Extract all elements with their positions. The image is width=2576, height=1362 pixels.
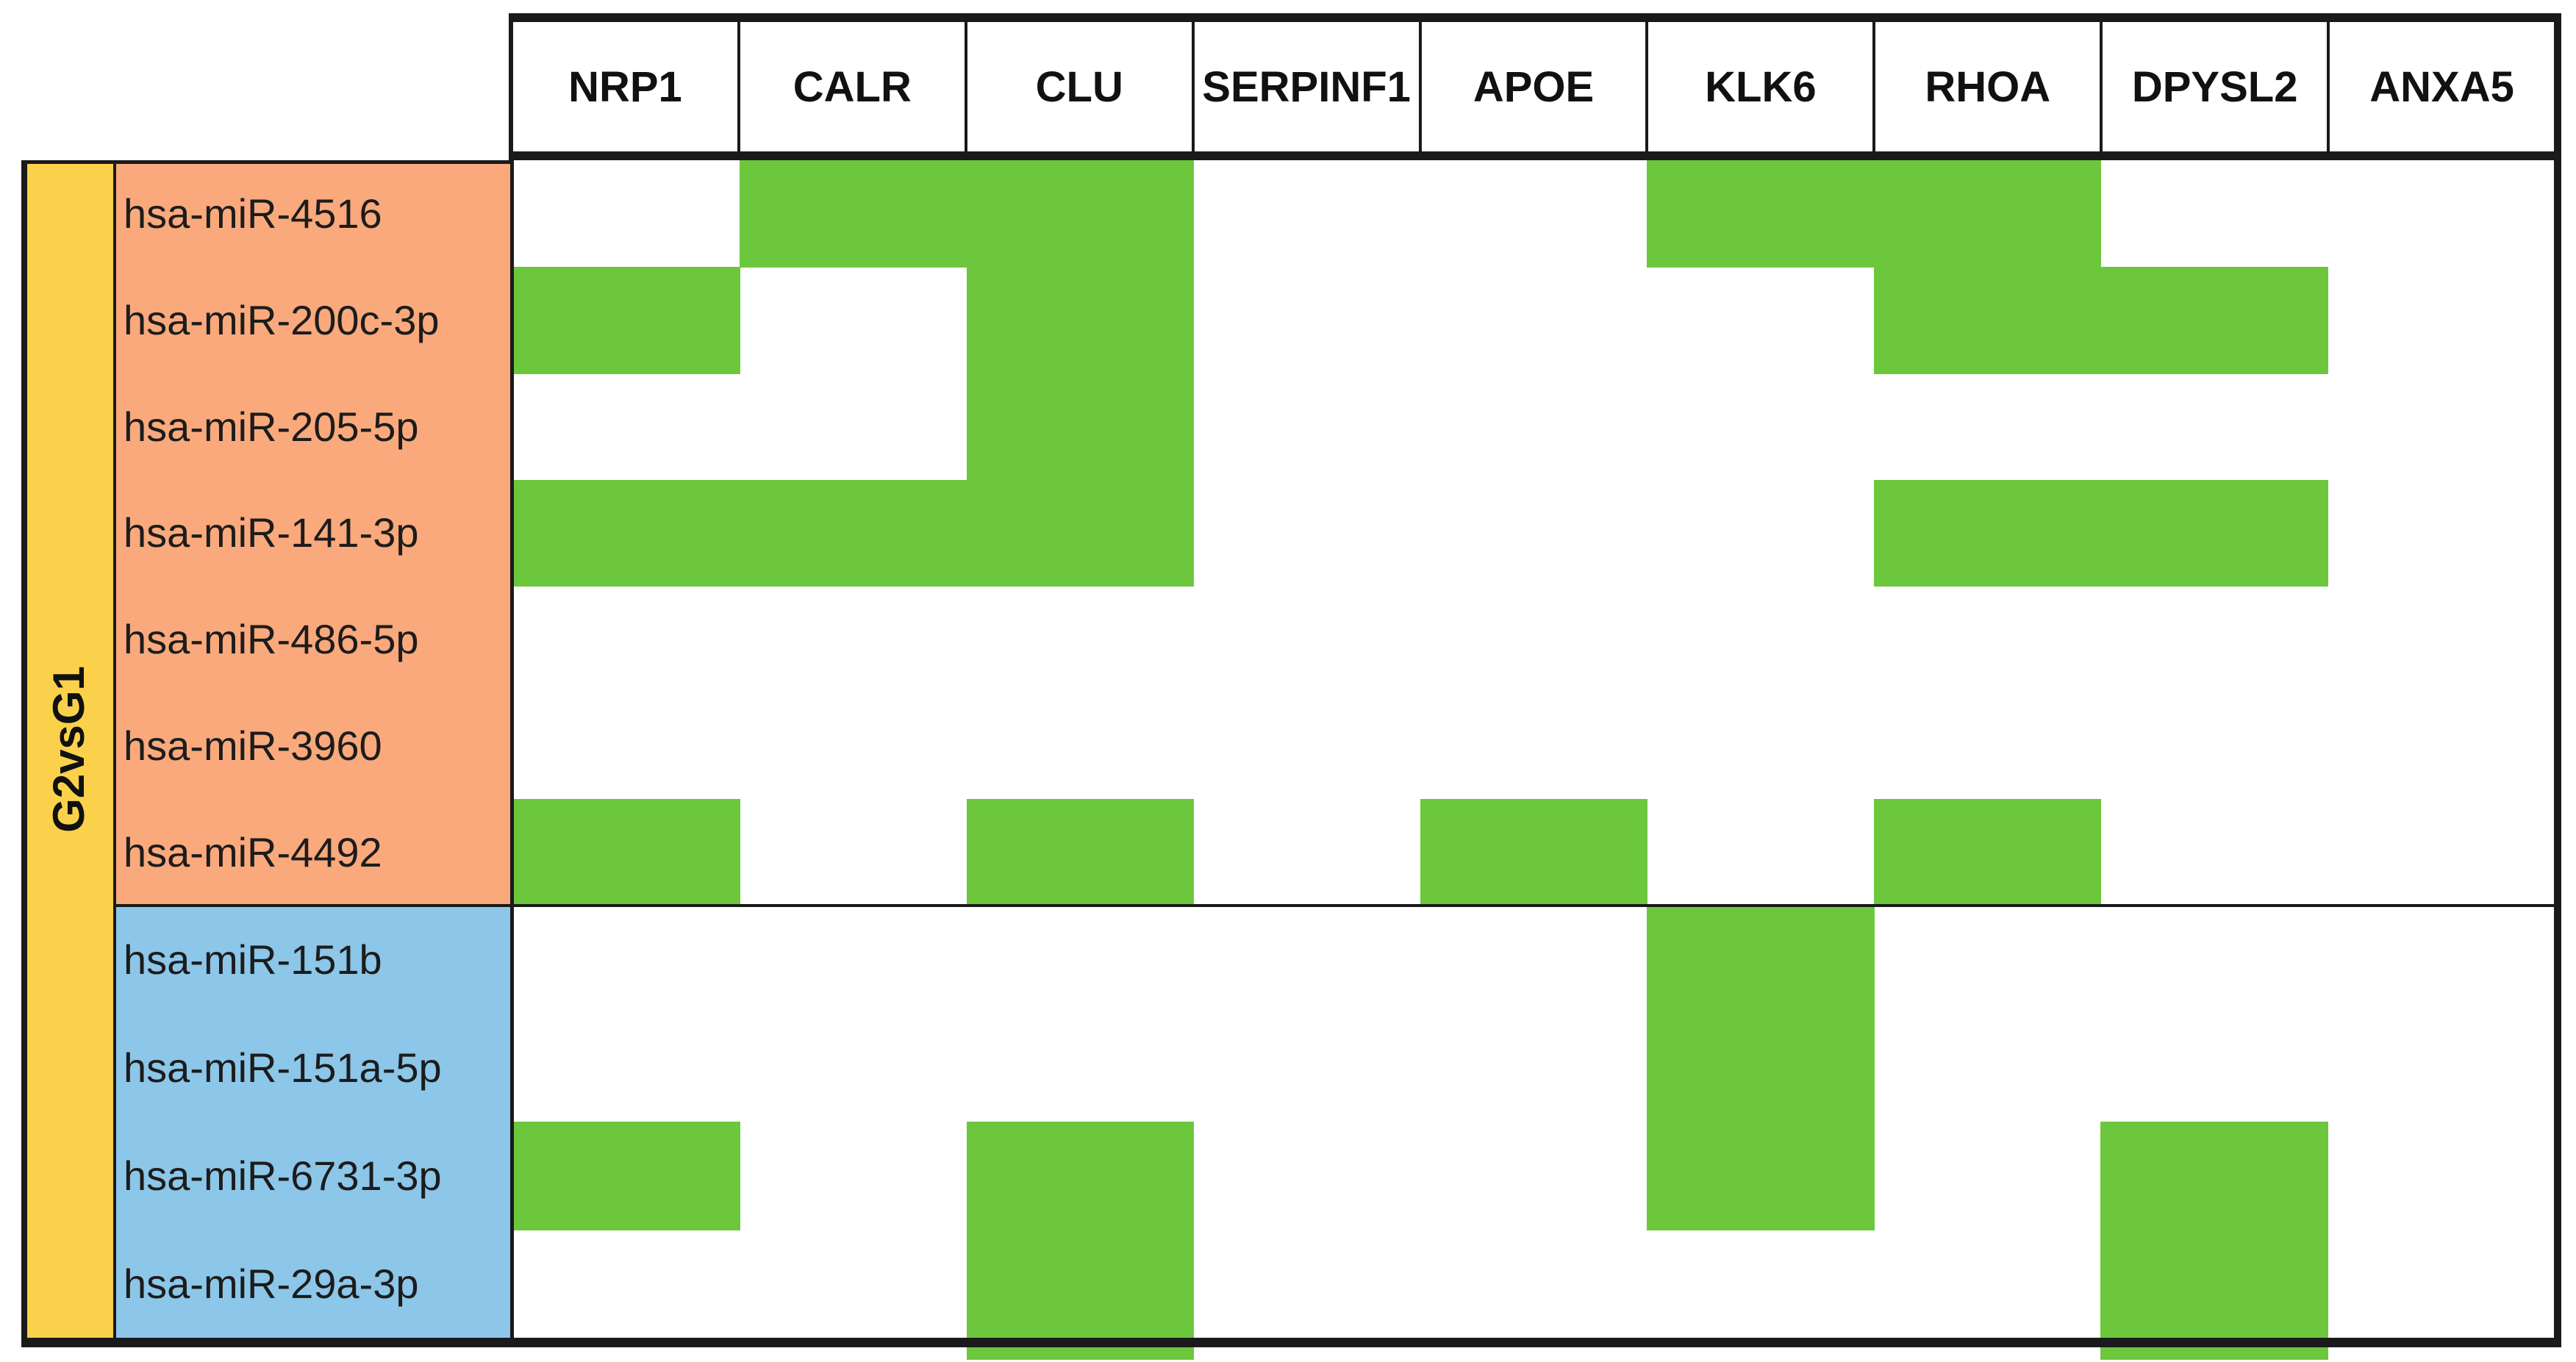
row-label-hsa-miR-141-3p: hsa-miR-141-3p (124, 509, 419, 556)
comparison-band (21, 160, 116, 1347)
matrix-cell-hsa-miR-200c-3p-NRP1 (513, 266, 741, 374)
row-label-hsa-miR-29a-3p: hsa-miR-29a-3p (124, 1261, 419, 1307)
matrix-cell-hsa-miR-141-3p-CLU (966, 479, 1195, 587)
column-header-KLK6: KLK6 (1645, 22, 1873, 151)
column-header-APOE: APOE (1418, 22, 1646, 151)
matrix-cell-hsa-miR-151b-KLK6 (1647, 906, 1875, 1014)
matrix-cell-hsa-miR-4516-KLK6 (1647, 160, 1875, 268)
row-label-hsa-miR-151a-5p: hsa-miR-151a-5p (124, 1044, 442, 1091)
comparison-label: G2vsG1 (44, 665, 94, 833)
row-label-hsa-miR-205-5p: hsa-miR-205-5p (124, 403, 419, 450)
matrix-cell-hsa-miR-4492-CLU (966, 799, 1195, 906)
outer-border-bottom (21, 1338, 2561, 1347)
row-label-hsa-miR-200c-3p: hsa-miR-200c-3p (124, 296, 440, 343)
matrix-cell-hsa-miR-4492-RHOA (1873, 799, 2102, 906)
cell-overshoot-DPYSL2 (2100, 1347, 2328, 1360)
row-label-hsa-miR-4492: hsa-miR-4492 (124, 829, 382, 876)
matrix-cell-hsa-miR-4492-APOE (1420, 799, 1648, 906)
column-header-CALR: CALR (737, 22, 965, 151)
row-label-hsa-miR-3960: hsa-miR-3960 (124, 723, 382, 770)
row-label-hsa-miR-151b: hsa-miR-151b (124, 936, 382, 983)
matrix-cell-hsa-miR-141-3p-RHOA (1873, 479, 2102, 587)
outer-border-right (2554, 160, 2561, 1347)
matrix-cell-hsa-miR-29a-3p-CLU (966, 1230, 1195, 1338)
group-divider-line (116, 904, 2554, 907)
row-group-orange (116, 160, 513, 906)
matrix-cell-hsa-miR-200c-3p-RHOA (1873, 266, 2102, 374)
column-header-DPYSL2: DPYSL2 (2100, 22, 2328, 151)
matrix-cell-hsa-miR-6731-3p-KLK6 (1647, 1122, 1875, 1230)
column-header-NRP1: NRP1 (513, 22, 737, 151)
row-label-hsa-miR-486-5p: hsa-miR-486-5p (124, 616, 419, 663)
row-group-blue (116, 906, 513, 1347)
outer-border-left (21, 160, 27, 1347)
cell-overshoot-CLU (966, 1347, 1195, 1360)
matrix-cell-hsa-miR-141-3p-NRP1 (513, 479, 741, 587)
matrix-cell-hsa-miR-151a-5p-KLK6 (1647, 1014, 1875, 1122)
matrix-cell-hsa-miR-141-3p-DPYSL2 (2100, 479, 2328, 587)
matrix-cell-hsa-miR-200c-3p-CLU (966, 266, 1195, 374)
matrix-cell-hsa-miR-200c-3p-DPYSL2 (2100, 266, 2328, 374)
matrix-cell-hsa-miR-141-3p-CALR (740, 479, 967, 587)
row-label-hsa-miR-6731-3p: hsa-miR-6731-3p (124, 1153, 442, 1199)
column-header-RHOA: RHOA (1872, 22, 2100, 151)
matrix-cell-hsa-miR-29a-3p-DPYSL2 (2100, 1230, 2328, 1338)
matrix-cell-hsa-miR-6731-3p-DPYSL2 (2100, 1122, 2328, 1230)
matrix-cell-hsa-miR-6731-3p-NRP1 (513, 1122, 741, 1230)
matrix-cell-hsa-miR-6731-3p-CLU (966, 1122, 1195, 1230)
matrix-cell-hsa-miR-4516-CLU (966, 160, 1195, 268)
matrix-cell-hsa-miR-4516-CALR (740, 160, 967, 268)
comparison-label-wrap: G2vsG1 (21, 160, 116, 1338)
column-header-SERPINF1: SERPINF1 (1191, 22, 1419, 151)
label-area-top-border (21, 160, 513, 164)
matrix-left-border (510, 160, 514, 1347)
band-divider-line (113, 160, 116, 1347)
column-header-ANXA5: ANXA5 (2327, 22, 2555, 151)
matrix-cell-hsa-miR-4516-RHOA (1873, 160, 2102, 268)
row-label-hsa-miR-4516: hsa-miR-4516 (124, 190, 382, 237)
column-header-CLU: CLU (964, 22, 1192, 151)
matrix-cell-hsa-miR-4492-NRP1 (513, 799, 741, 906)
matrix-cell-hsa-miR-205-5p-CLU (966, 373, 1195, 481)
